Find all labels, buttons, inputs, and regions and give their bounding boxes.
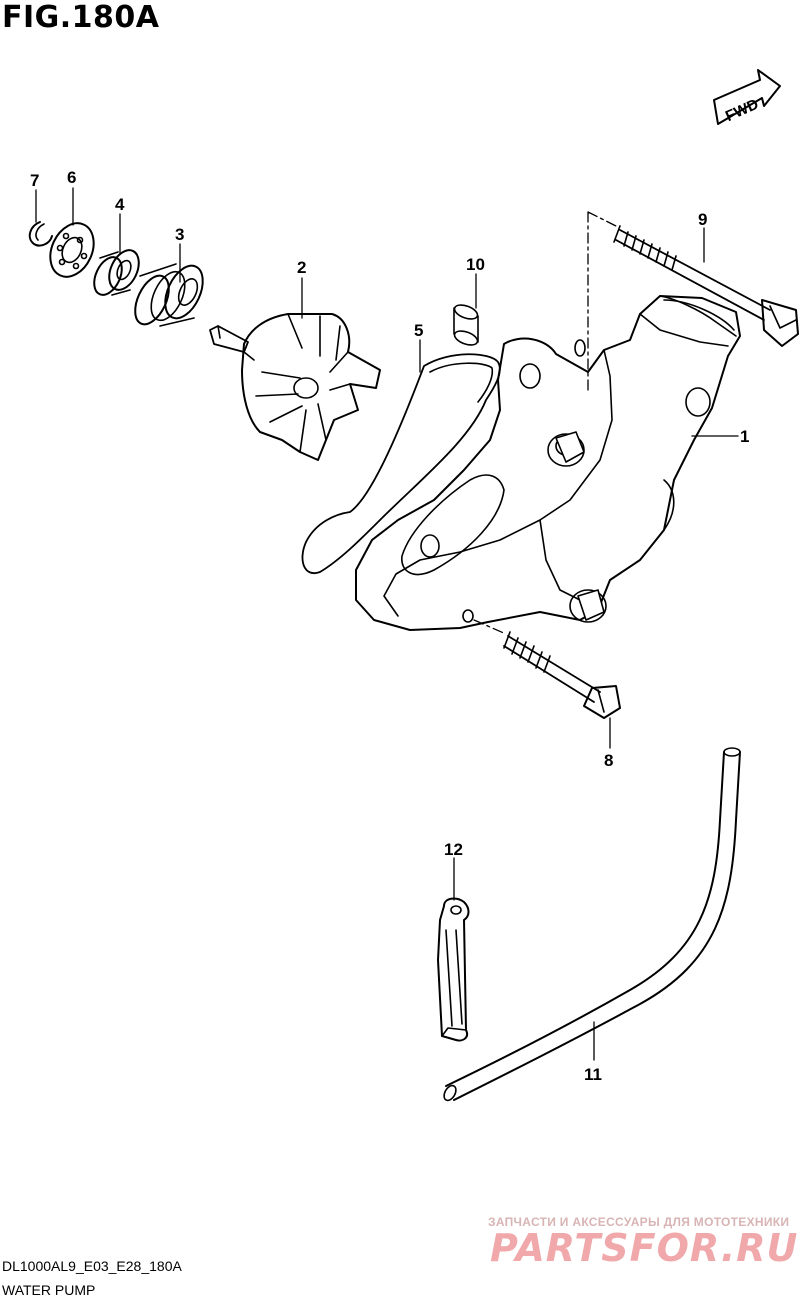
callout-1: 1 (740, 427, 749, 446)
part-6-bearing (49, 222, 95, 278)
forward-direction-icon: FWD (713, 69, 781, 125)
section-name: WATER PUMP (2, 1282, 96, 1298)
part-10-dowel-pin (453, 304, 479, 346)
watermark-tagline: ЗАПЧАСТИ И АКСЕССУАРЫ ДЛЯ МОТОТЕХНИКИ (488, 1215, 790, 1229)
part-7-circlip (28, 221, 53, 247)
part-8-short-bolt (503, 631, 621, 719)
part-12-clamp (437, 897, 470, 1042)
callout-11: 11 (584, 1065, 602, 1084)
figure-title: FIG.180A (2, 0, 160, 35)
callout-7: 7 (30, 171, 39, 190)
callout-12: 12 (444, 840, 463, 859)
part-2-impeller (209, 313, 381, 461)
callout-10: 10 (466, 255, 485, 274)
callout-3: 3 (175, 225, 184, 244)
part-5-o-ring (301, 353, 501, 575)
callout-4: 4 (115, 195, 125, 214)
callout-5: 5 (414, 321, 423, 340)
leader-lines (35, 187, 739, 1061)
callout-6: 6 (67, 168, 76, 187)
part-4-oil-seal (93, 249, 140, 296)
watermark-brand: PARTSFOR.RU (490, 1226, 799, 1270)
part-3-mechanical-seal (134, 263, 204, 327)
part-11-hose (443, 747, 741, 1102)
part-1-pump-cover (355, 295, 741, 631)
model-code: DL1000AL9_E03_E28_180A (2, 1258, 182, 1274)
part-9-long-bolt (613, 225, 799, 347)
callout-2: 2 (297, 258, 306, 277)
callout-8: 8 (604, 751, 613, 770)
callout-9: 9 (698, 210, 707, 229)
